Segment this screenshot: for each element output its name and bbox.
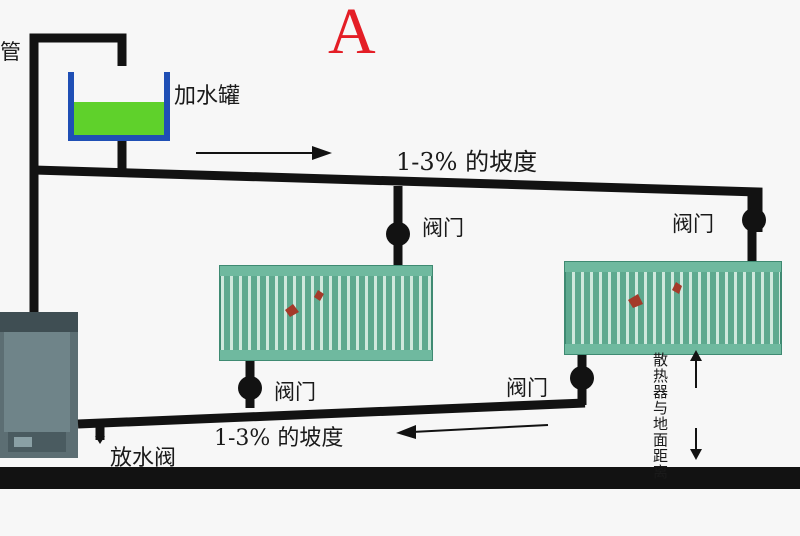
drain-valve-label: 放水阀 bbox=[110, 446, 177, 471]
tank-label: 加水罐 bbox=[174, 84, 241, 109]
valve-bottom-right-icon bbox=[570, 366, 594, 390]
slope-label-top: 1-3% 的坡度 bbox=[396, 148, 538, 176]
distance-arrow-down-icon bbox=[690, 428, 702, 460]
pipe-label-edge: 管 bbox=[0, 40, 21, 64]
drain-arrow-icon bbox=[95, 436, 105, 444]
valve-top-right-icon bbox=[742, 208, 766, 232]
radiator-left bbox=[219, 265, 433, 361]
valve-top-left-icon bbox=[386, 222, 410, 246]
valve-label-top-left: 阀门 bbox=[422, 216, 464, 240]
flow-arrow-right-icon bbox=[196, 146, 332, 160]
boiler bbox=[0, 312, 78, 458]
valve-label-top-right: 阀门 bbox=[672, 212, 714, 236]
radiator-right bbox=[564, 261, 782, 355]
valve-label-bottom-right: 阀门 bbox=[506, 376, 548, 400]
distance-arrow-up-icon bbox=[690, 350, 702, 388]
distance-note: 散热器与地面距离 bbox=[651, 352, 669, 480]
flow-arrow-left-icon bbox=[396, 424, 549, 439]
return-main-pipe bbox=[77, 398, 586, 429]
riser-pipe bbox=[29, 33, 127, 312]
valve-bottom-left-icon bbox=[238, 376, 262, 400]
slope-label-bottom: 1-3% 的坡度 bbox=[214, 426, 344, 451]
valve-label-bottom-left: 阀门 bbox=[274, 380, 316, 404]
water-tank bbox=[68, 72, 170, 141]
diagram-title: A bbox=[328, 0, 376, 68]
floor-line bbox=[0, 467, 800, 489]
